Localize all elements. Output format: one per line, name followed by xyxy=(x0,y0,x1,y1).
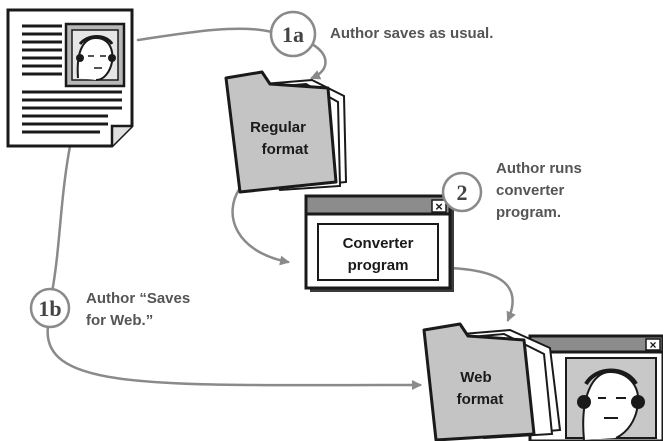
step-1b: 1b Author “Saves for Web.” xyxy=(29,287,190,329)
web-format-folder: Web format xyxy=(422,322,562,441)
arrow-regular-to-converter xyxy=(231,186,290,266)
step-1a-label: Author saves as usual. xyxy=(330,25,493,42)
regular-format-folder: Regular format xyxy=(224,70,348,194)
arrow-converter-to-web xyxy=(446,266,516,322)
step-2: 2 Author runs converter program. xyxy=(441,160,582,221)
step-2-label-line3: program. xyxy=(496,204,561,221)
web-folder-label-line2: format xyxy=(457,391,504,408)
step-1b-number: 1b xyxy=(38,296,61,321)
step-2-number: 2 xyxy=(457,180,468,205)
converter-content-box xyxy=(317,223,439,281)
converter-label-line1: Converter xyxy=(343,235,414,252)
arrow-1a-to-regular-folder xyxy=(310,42,327,80)
web-window-close-button[interactable] xyxy=(645,338,661,351)
step-1b-badge xyxy=(29,287,71,329)
converter-titlebar xyxy=(304,194,452,216)
arrow-doc-to-1a xyxy=(136,27,274,42)
arrow-doc-to-1b xyxy=(50,144,72,294)
step-2-badge xyxy=(441,171,483,213)
source-document xyxy=(6,8,134,148)
step-1a-number: 1a xyxy=(282,22,304,47)
regular-folder-label-line1: Regular xyxy=(250,119,306,136)
web-window-close-icon: × xyxy=(649,338,656,352)
step-1a-badge xyxy=(269,10,317,58)
step-2-label-line2: converter xyxy=(496,182,565,199)
web-window-portrait xyxy=(565,357,657,441)
converter-close-button[interactable] xyxy=(431,199,447,213)
step-1a: 1a Author saves as usual. xyxy=(269,10,493,58)
converter-close-icon: × xyxy=(435,199,443,214)
portrait-thumbnail xyxy=(64,22,126,88)
step-1b-label-line1: Author “Saves xyxy=(86,290,190,307)
step-2-label-line1: Author runs xyxy=(496,160,582,177)
step-1b-label-line2: for Web.” xyxy=(86,312,153,329)
document-text-lines xyxy=(22,24,122,134)
converter-label-line2: program xyxy=(348,257,409,274)
web-folder-label-line1: Web xyxy=(460,369,491,386)
converter-window: × Converter program xyxy=(304,194,454,292)
connectors xyxy=(46,27,516,391)
arrow-1b-to-web-folder xyxy=(46,324,422,391)
regular-folder-label-line2: format xyxy=(262,141,309,158)
